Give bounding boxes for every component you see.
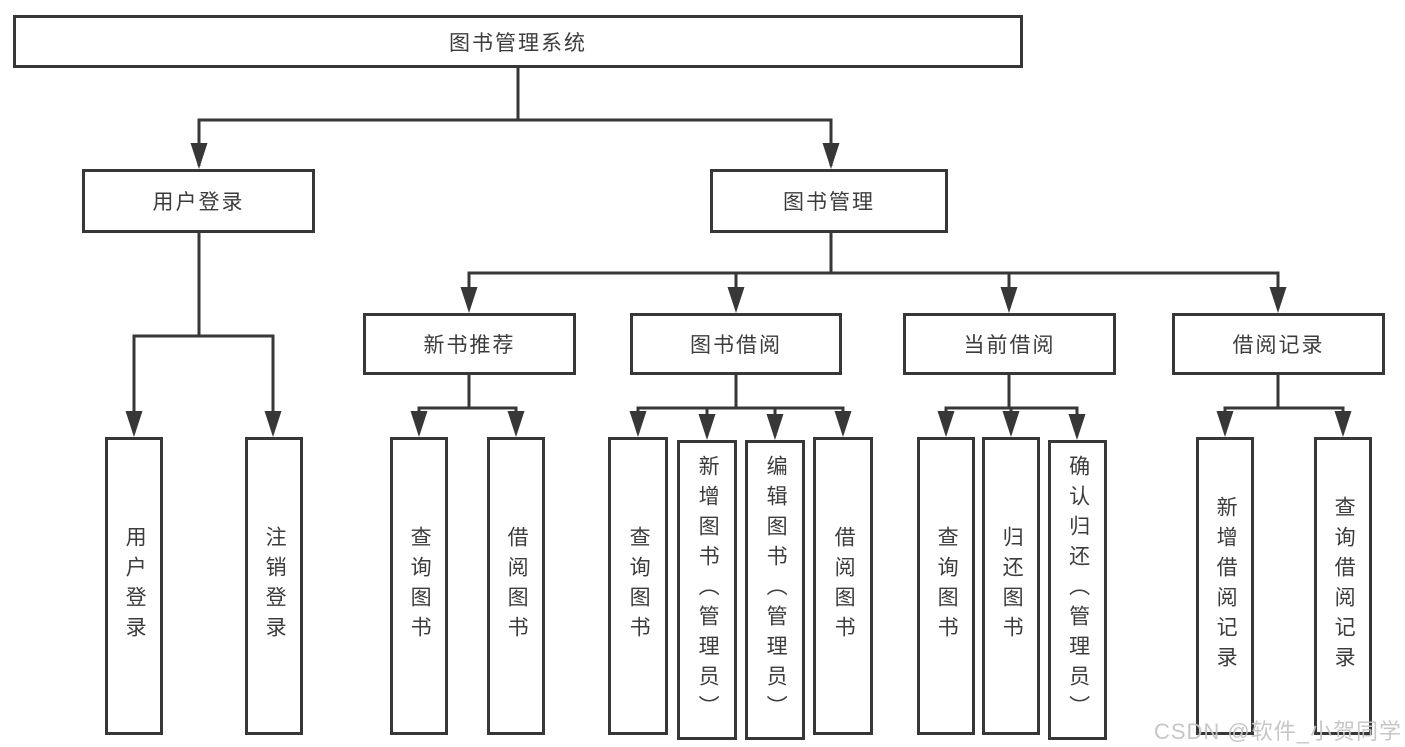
leaf-confirm-return-admin: 确认归还（管理员）: [1048, 440, 1107, 740]
leaf-label: 借阅图书: [832, 526, 856, 646]
node-new-book-recommend: 新书推荐: [363, 313, 576, 375]
node-label: 用户登录: [152, 191, 245, 214]
leaf-query-borrow-record: 查询借阅记录: [1314, 437, 1372, 735]
arrowhead-icons: [125, 143, 1352, 440]
leaf-edit-books-admin: 编辑图书（管理员）: [745, 440, 805, 740]
leaf-label: 查询图书: [408, 526, 432, 646]
leaf-label: 注销登录: [263, 526, 287, 646]
leaf-label: 确认归还（管理员）: [1066, 455, 1090, 725]
leaf-label: 借阅图书: [505, 526, 529, 646]
leaf-label: 归还图书: [1000, 526, 1024, 646]
node-book-borrow: 图书借阅: [630, 313, 842, 375]
leaf-query-books-current: 查询图书: [917, 437, 975, 735]
leaf-label: 查询图书: [935, 526, 959, 646]
leaf-query-books-borrow: 查询图书: [608, 437, 668, 735]
node-label: 图书管理: [783, 191, 875, 214]
leaf-query-books-recommend: 查询图书: [390, 437, 448, 735]
node-current-borrow: 当前借阅: [903, 313, 1116, 375]
node-label: 新书推荐: [423, 334, 516, 357]
leaf-add-books-admin: 新增图书（管理员）: [677, 440, 737, 740]
node-book-management: 图书管理: [710, 169, 948, 233]
node-label: 借阅记录: [1232, 334, 1325, 357]
leaf-label: 查询借阅记录: [1332, 496, 1356, 676]
leaf-label: 新增借阅记录: [1214, 496, 1238, 676]
node-user-login: 用户登录: [82, 169, 315, 233]
leaf-return-books: 归还图书: [982, 437, 1040, 735]
leaf-label: 用户登录: [123, 526, 147, 646]
leaf-user-login: 用户登录: [105, 437, 163, 735]
leaf-borrow-books-recommend: 借阅图书: [487, 437, 545, 735]
leaf-label: 编辑图书（管理员）: [764, 455, 788, 725]
leaf-label: 查询图书: [627, 526, 651, 646]
node-borrow-records: 借阅记录: [1172, 313, 1385, 375]
csdn-watermark: CSDN @软件_小贺同学: [1153, 719, 1402, 744]
node-library-management-system: 图书管理系统: [13, 15, 1023, 68]
node-label: 图书管理系统: [449, 31, 587, 55]
node-label: 当前借阅: [963, 334, 1056, 357]
leaf-add-borrow-record: 新增借阅记录: [1196, 437, 1254, 735]
leaf-borrow-books: 借阅图书: [813, 437, 873, 735]
leaf-label: 新增图书（管理员）: [696, 455, 720, 725]
node-label: 图书借阅: [690, 334, 782, 357]
leaf-logout: 注销登录: [245, 437, 303, 735]
